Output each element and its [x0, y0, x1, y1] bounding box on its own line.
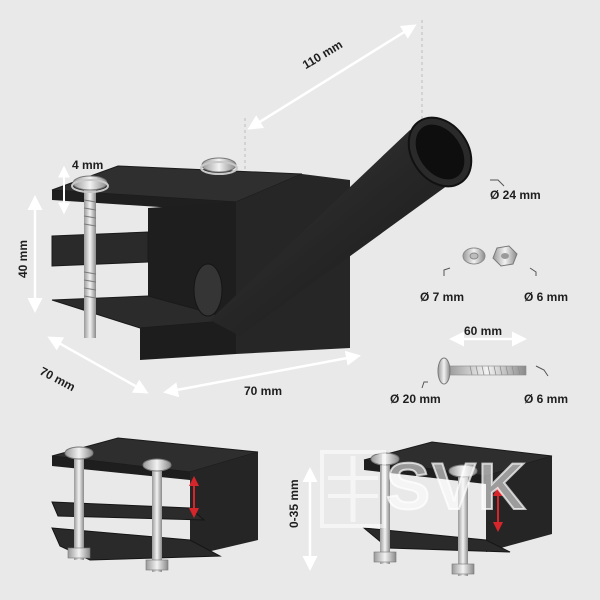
- label-bolt-thread: Ø 6 mm: [524, 392, 569, 406]
- label-40mm: 40 mm: [16, 239, 30, 278]
- label-tube-diameter: Ø 24 mm: [490, 188, 541, 202]
- label-60mm: 60 mm: [464, 324, 503, 338]
- variant-closed-clamp: [362, 441, 553, 576]
- dim-70mm-width-line: [163, 350, 361, 398]
- tube-opening: [415, 124, 465, 180]
- dim-110-line: [247, 24, 417, 130]
- weld: [193, 263, 223, 317]
- label-bolt-head-diameter: Ø 20 mm: [390, 392, 441, 406]
- bolt-head-right: [201, 157, 237, 173]
- label-4mm: 4 mm: [72, 158, 104, 172]
- watermark-text: SVK: [385, 448, 528, 524]
- label-nut-size: Ø 6 mm: [524, 290, 569, 304]
- watermark-emblem: [320, 450, 386, 528]
- label-washer-diameter: Ø 7 mm: [420, 290, 465, 304]
- clamp-plate: [51, 231, 149, 267]
- tube-arm: [210, 130, 466, 336]
- bolt-head-left: [72, 175, 108, 191]
- label-clamp-range: 0-35 mm: [287, 479, 301, 528]
- variant-open-clamp: [51, 437, 259, 572]
- label-70mm-width: 70 mm: [244, 384, 283, 398]
- bolt-head: [437, 357, 451, 385]
- dim-70mm-depth-line: [47, 336, 149, 394]
- bolt-shaft: [447, 365, 527, 376]
